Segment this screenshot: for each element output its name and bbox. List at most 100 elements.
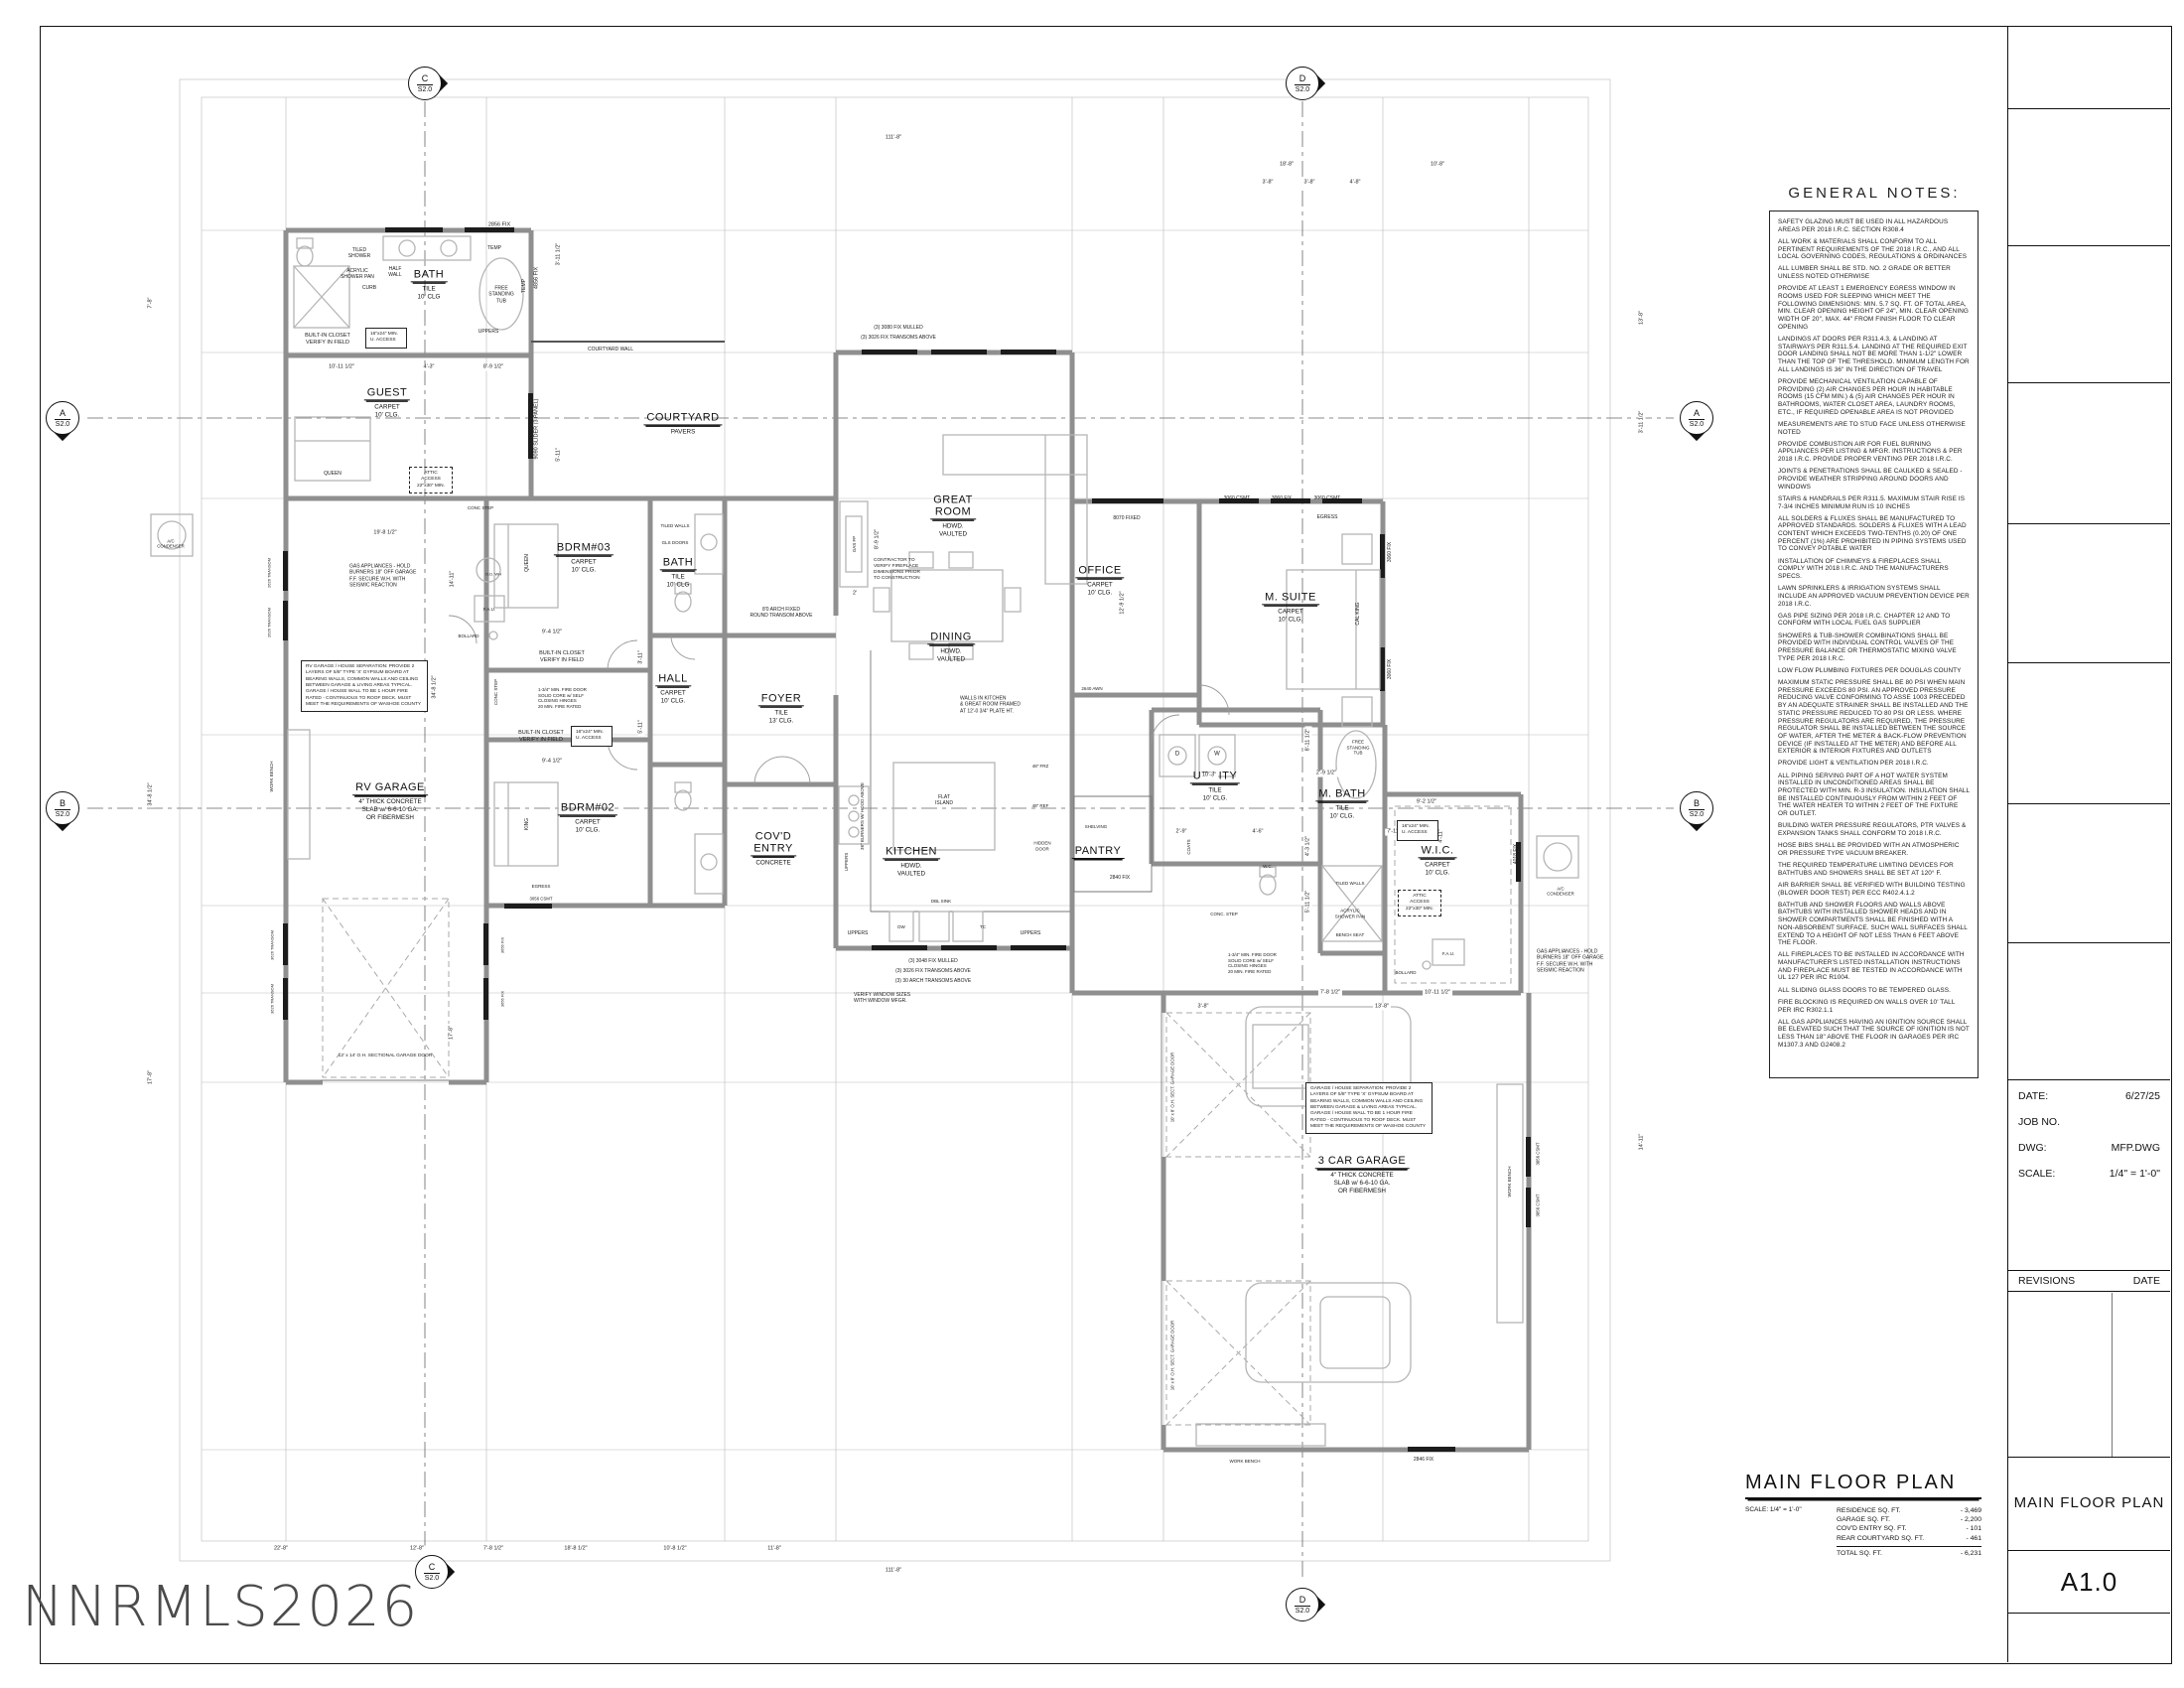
scale-row: SCALE:1/4" = 1'-0" — [2018, 1168, 2160, 1180]
section-sheet-ref: S2.0 — [1689, 810, 1705, 818]
plan-annotation: TC — [980, 924, 986, 930]
plan-annotation: W.C. — [1263, 864, 1273, 870]
attic-access-note: ATTIC ACCESS 22"x30" MIN. — [409, 467, 453, 493]
general-note: ALL SLIDING GLASS DOORS TO BE TEMPERED G… — [1778, 986, 1952, 994]
plan-annotation: TILED SHOWER — [347, 246, 371, 259]
plan-annotation: 3060 CSMT — [1223, 494, 1251, 501]
title-block-empty-cell — [2008, 109, 2170, 246]
room-finish: 4" THICK CONCRETE SLAB w/ 6-6-10 GA. OR … — [1330, 1172, 1394, 1196]
general-note: INSTALLATION OF CHIMNEYS & FIREPLACES SH… — [1778, 557, 1949, 580]
room-finish: TILE 10' CLG. — [1329, 804, 1355, 820]
general-notes-list: SAFETY GLAZING MUST BE USED IN ALL HAZAR… — [1778, 218, 1970, 1049]
plan-annotation: ACRYLIC SHOWER PAN — [341, 267, 374, 280]
plan-annotation: BOLLARD — [458, 633, 479, 639]
room-label: DINING HDWD. VAULTED — [927, 627, 975, 663]
general-note: GAS PIPE SIZING PER 2018 I.R.C. CHAPTER … — [1778, 612, 1951, 628]
general-note: SAFETY GLAZING MUST BE USED IN ALL HAZAR… — [1778, 218, 1949, 233]
plan-annotation: TILED WALLS — [660, 523, 690, 529]
dimension-label: 19'-8 1/2" — [371, 529, 399, 537]
title-block-empty-cell — [2008, 26, 2170, 109]
section-sheet-ref: S2.0 — [55, 420, 70, 428]
room-finish: CARPET 10' CLG. — [1087, 581, 1113, 597]
plan-annotation: BUILT-IN CLOSET VERIFY IN FIELD — [518, 730, 564, 743]
dimension-label: 11'-8" — [765, 1545, 783, 1553]
general-note: ALL WORK & MATERIALS SHALL CONFORM TO AL… — [1778, 237, 1968, 261]
plan-annotation: UPPERS — [847, 929, 869, 936]
area-row: RESIDENCE SQ. FT.- 3,469 — [1837, 1507, 1981, 1514]
room-finish: 4" THICK CONCRETE SLAB w/ 6-6-10 GA. OR … — [358, 798, 422, 822]
room-finish: TILE 10' CLG — [666, 573, 690, 589]
dwg-row: DWG:MFP.DWG — [2018, 1142, 2160, 1154]
watermark: NNRMLS2026 — [22, 1575, 420, 1639]
plan-annotation: 48" FRZ — [1031, 764, 1049, 770]
plan-annotation: 2840 FIX — [1109, 874, 1131, 881]
boxed-note: 16"x24" MIN. U. ACCESS — [571, 726, 613, 747]
general-note: MEASUREMENTS ARE TO STUD FACE UNLESS OTH… — [1778, 420, 1966, 436]
room-name: GREAT ROOM — [930, 493, 976, 520]
plan-annotation: (3) 3080 FIX MULLED — [874, 324, 923, 331]
general-note: ALL GAS APPLIANCES HAVING AN IGNITION SO… — [1778, 1018, 1970, 1049]
room-name: FOYER — [757, 692, 805, 707]
plan-annotation: 3060 FIX — [1271, 494, 1293, 501]
dimension-label: 9'-2 1/2" — [1414, 798, 1439, 806]
attic-access-note: ATTIC ACCESS 22"x30" MIN. — [1398, 890, 1441, 916]
plan-annotation: O.D. WH — [485, 571, 501, 577]
plan-annotation: D — [1174, 751, 1180, 758]
room-name: BDRM#03 — [553, 541, 614, 556]
plan-annotation: CONC STEP — [467, 505, 494, 511]
plan-annotation: 8'0 ARCH FIXED ROUND TRANSOM ABOVE — [750, 606, 813, 619]
room-finish: HDWD. VAULTED — [936, 647, 966, 663]
plan-annotation: VERIFY WINDOW SIZES WITH WINDOW MFGR. — [854, 991, 911, 1004]
plan-annotation: F.A.U. — [1441, 951, 1455, 957]
plan-annotation: FLAT ISLAND — [934, 793, 954, 806]
room-name: BATH — [410, 268, 448, 283]
room-finish: CONCRETE — [755, 859, 791, 867]
plan-annotation: DW — [897, 924, 905, 930]
plan-annotation: DBL SINK — [930, 899, 952, 905]
plan-annotation: SHELVING — [1084, 824, 1108, 830]
dimension-label: 3'-8" — [1260, 179, 1276, 187]
room-name: COV'D ENTRY — [751, 830, 796, 857]
garage-bays — [322, 805, 1512, 1426]
room-finish: TILE 10' CLG — [417, 285, 441, 301]
plan-annotation: W — [1214, 751, 1220, 758]
room-name: COURTYARD — [643, 411, 723, 426]
dimension-label: 8'-9 1/2" — [480, 363, 506, 371]
plan-annotation: BENCH SEAT — [1335, 932, 1365, 938]
plan-annotation: 2856 FIX — [487, 221, 511, 228]
plan-annotation: 12' x 14' O.H. SECTIONAL GARAGE DOOR — [338, 1054, 433, 1059]
dimension-label: 4'-6" — [1250, 828, 1266, 836]
plan-annotation: 3060 CSMT — [1313, 494, 1341, 501]
general-notes-box: SAFETY GLAZING MUST BE USED IN ALL HAZAR… — [1769, 211, 1979, 1078]
section-letter: A — [1688, 408, 1705, 420]
plan-annotation: GLS DOORS — [661, 540, 689, 546]
plan-annotation: WALLS IN KITCHEN & GREAT ROOM FRAMED AT … — [960, 695, 1021, 715]
room-name: GUEST — [363, 386, 411, 401]
room-name: 3 CAR GARAGE — [1314, 1155, 1410, 1170]
plan-annotation: GAS APPLIANCES - HOLD BURNERS 18" OFF GA… — [1537, 948, 1604, 974]
dimension-label: 18'-8" — [1277, 161, 1297, 169]
area-total-row: TOTAL SQ. FT.- 6,231 — [1837, 1545, 1981, 1558]
section-sheet-ref: S2.0 — [1295, 85, 1310, 93]
section-letter: B — [54, 798, 70, 810]
plan-annotation: 2640 AWN — [1081, 686, 1103, 692]
general-note: BATHTUB AND SHOWER FLOORS AND WALLS ABOV… — [1778, 901, 1968, 947]
dimension-label: 9'-4 1/2" — [539, 629, 565, 636]
room-name: DINING — [927, 631, 975, 645]
plan-annotation: TILED WALLS — [1335, 881, 1365, 887]
plan-annotation: CONC. STEP — [1210, 912, 1238, 917]
